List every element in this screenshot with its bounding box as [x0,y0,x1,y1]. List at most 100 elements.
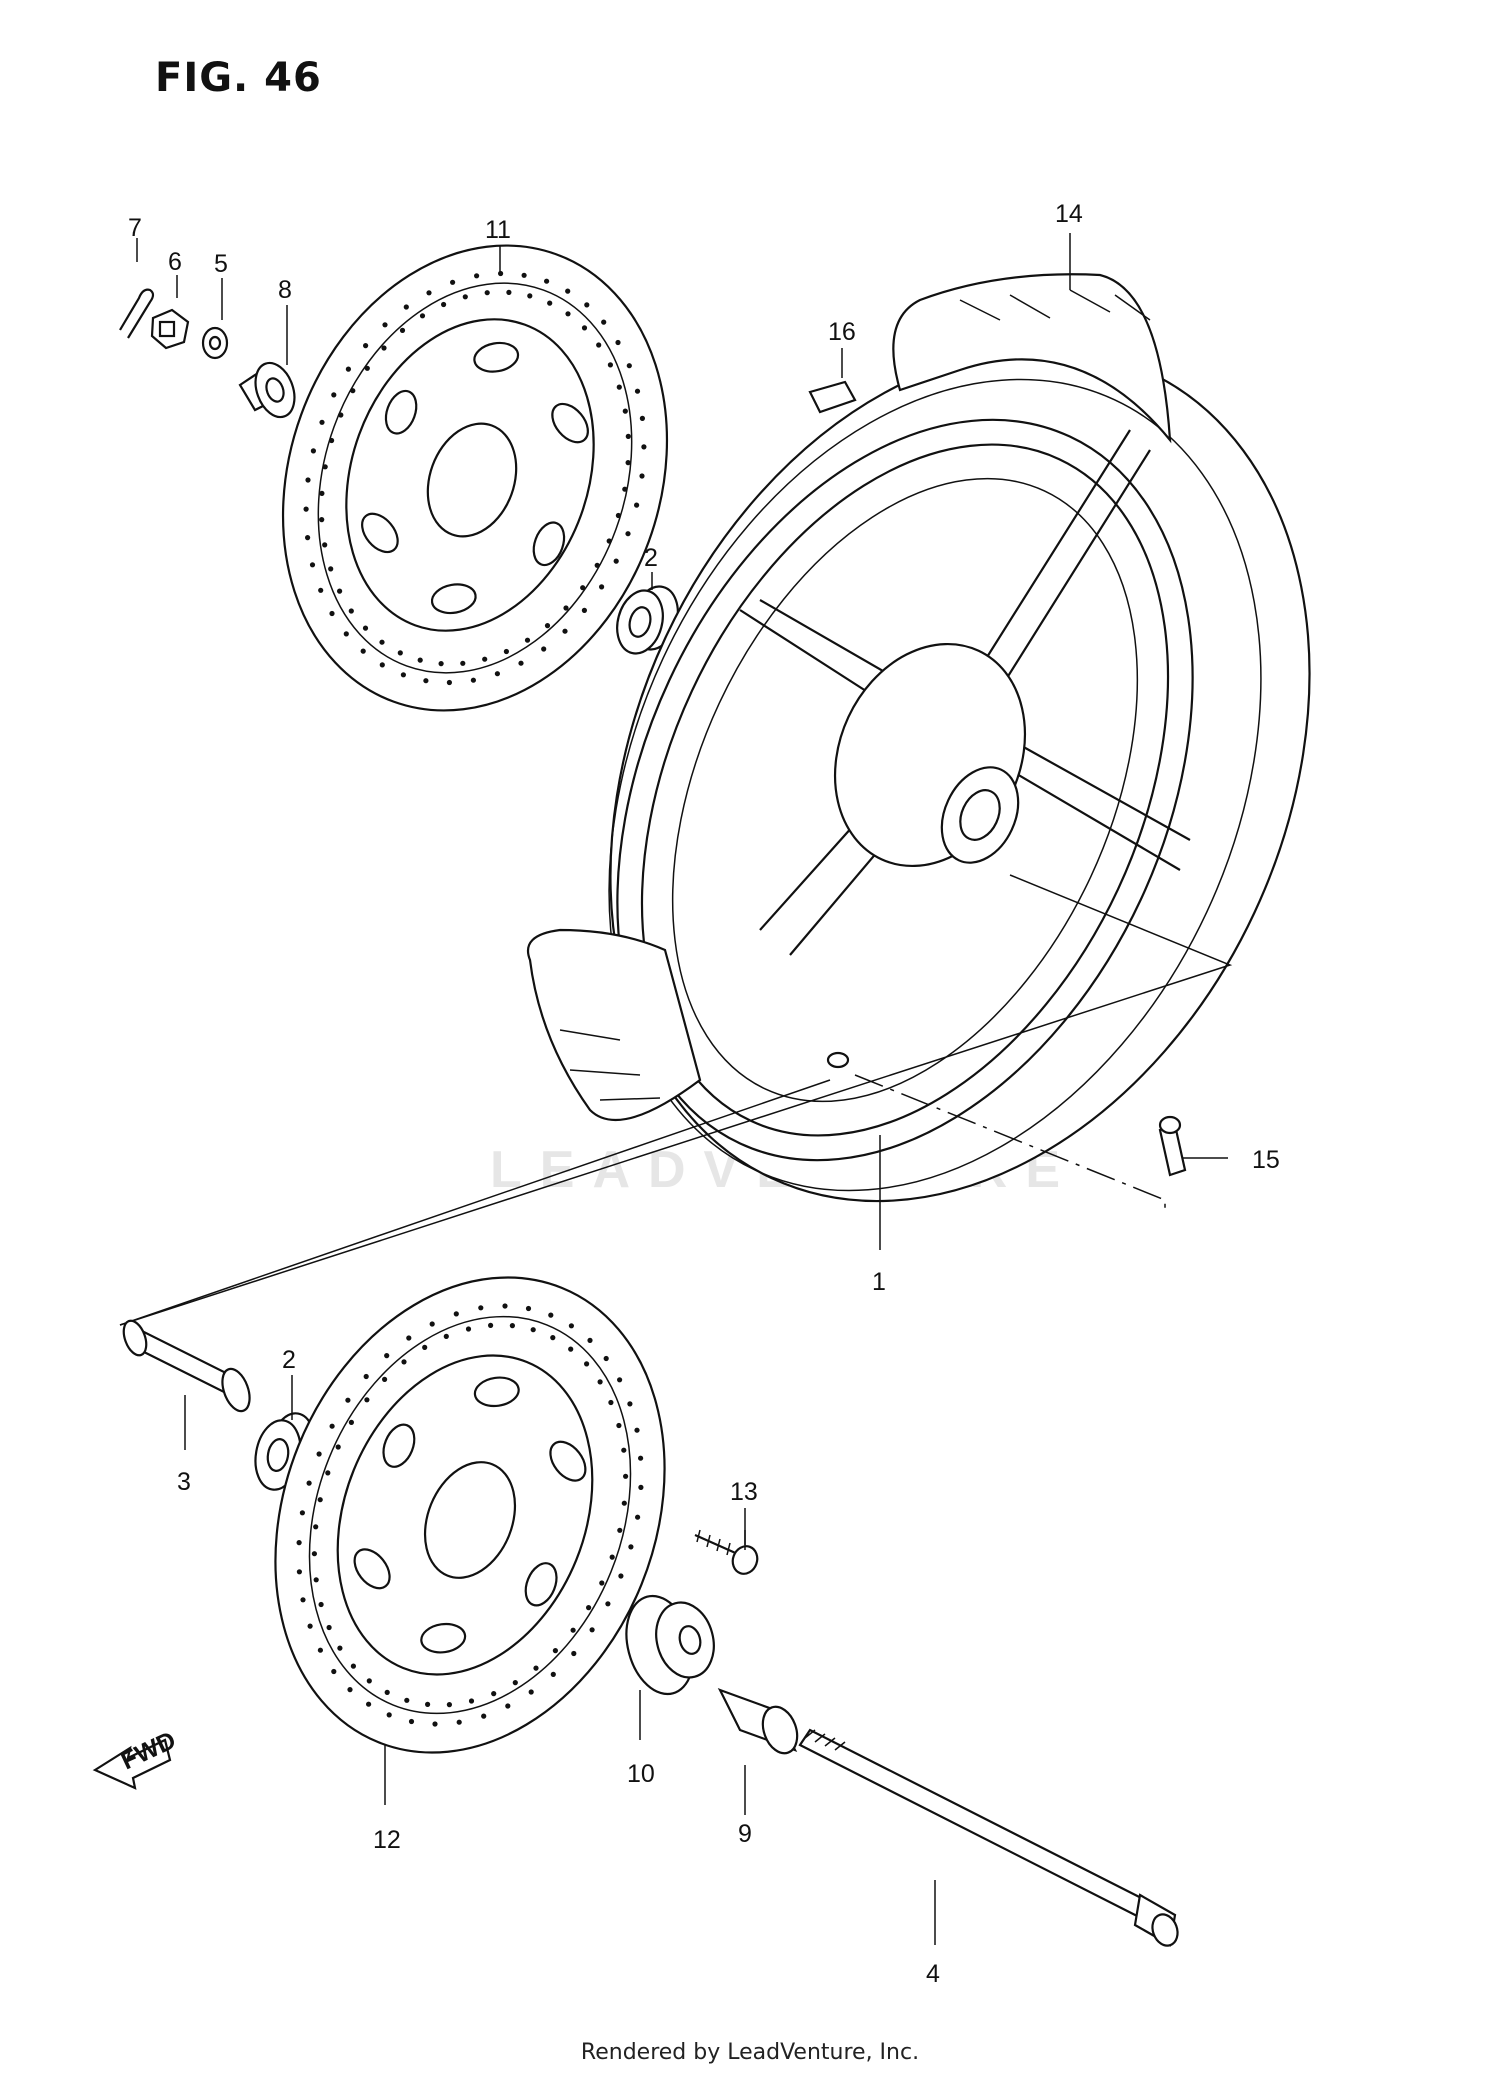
disc-drill-hole [628,1544,634,1550]
disc-drill-hole [474,273,480,279]
disc-drill-hole [362,625,369,631]
disc-drill-hole [331,1668,337,1675]
disc-drill-hole [337,1645,343,1651]
disc-drill-hole [524,637,531,643]
disc-drill-hole [400,672,406,678]
disc-drill-hole [305,477,311,483]
disc-window [420,1622,467,1654]
callout-15: 15 [1252,1146,1280,1174]
disc-drill-hole [379,639,385,645]
disc-drill-hole [404,1697,410,1703]
disc-drill-hole [318,587,324,593]
disc-drill-hole [533,1665,539,1671]
tire-valve [1158,1115,1187,1177]
disc-drill-hole [366,1678,372,1684]
callout-13: 13 [730,1478,758,1506]
callout-3: 3 [177,1468,191,1496]
disc-drill-hole [317,1647,323,1653]
callout-2-lower: 2 [282,1346,296,1374]
disc-drill-hole [638,1484,644,1490]
disc-drill-hole [635,1514,641,1520]
callout-9: 9 [738,1820,752,1848]
disc-drill-hole [307,1623,313,1629]
disc-drill-hole [313,1524,319,1530]
disc-drill-hole [530,1327,536,1333]
disc-drill-hole [634,502,640,508]
callout-8: 8 [278,276,292,304]
disc-drill-hole [443,1333,449,1339]
disc-drill-hole [609,1554,615,1560]
disc-drill-hole [481,1713,487,1719]
disc-drill-hole [310,448,316,454]
disc-drill-hole [329,437,335,444]
disc-drill-hole [401,1359,407,1365]
disc-drill-hole [381,345,387,351]
disc-drill-hole [460,660,466,666]
disc-window [532,521,566,567]
disc-drill-hole [364,365,370,371]
disc-drill-hole [518,660,524,666]
footer-credit: Rendered by LeadVenture, Inc. [580,2040,920,2065]
disc-drill-hole [422,1344,428,1350]
disc-drill-hole [325,1470,331,1476]
disc-drill-hole [616,1422,622,1429]
disc-drill-hole [403,304,409,310]
disc-drill-hole [548,1312,554,1318]
disc-drill-hole [622,486,628,492]
disc-drill-hole [345,1397,351,1403]
disc-drill-hole [309,562,316,568]
disc-drill-hole [423,678,429,684]
disc-drill-hole [521,272,527,278]
brake-disc-upper [281,244,669,712]
disc-drill-hole [331,392,337,398]
disc-drill-hole [625,433,631,439]
disc-drill-hole [562,628,568,634]
disc-drill-hole [313,1577,319,1583]
disc-drill-hole [319,490,325,496]
disc-drill-hole [509,1323,515,1329]
disc-drill-hole [607,362,614,368]
disc-drill-hole [506,289,512,295]
disc-drill-hole [426,290,432,296]
disc-drill-hole [587,1337,593,1343]
disc-window [382,1423,416,1468]
disc-drill-hole [571,1650,577,1657]
callout-14: 14 [1055,200,1083,228]
cotter-pin [119,288,155,339]
disc-drill-hole [441,301,447,308]
callout-1: 1 [872,1268,886,1296]
disc-drill-hole [626,363,632,369]
disc-drill-hole [568,1323,575,1329]
disc-drill-hole [322,464,328,470]
disc-drill-hole [350,388,356,394]
disc-drill-hole [432,1721,438,1727]
disc-window [353,1548,391,1590]
disc-window [473,1376,520,1408]
disc-drill-hole [594,562,600,568]
disc-drill-hole [606,538,612,544]
disc-drill-hole [360,648,366,654]
disc-drill-hole [450,279,456,285]
disc-drill-hole [550,1671,556,1677]
disc-drill-hole [565,311,571,317]
disc-drill-hole [318,1601,324,1608]
disc-drill-hole [306,1480,312,1486]
disc-bolt [694,1529,759,1575]
disc-drill-hole [386,1712,392,1718]
callout-6: 6 [168,248,182,276]
disc-drill-hole [384,1353,390,1359]
callout-2-upper: 2 [644,544,658,572]
disc-drill-hole [425,1701,431,1707]
disc-drill-hole [615,512,622,519]
disc-drill-hole [580,585,586,591]
disc-drill-hole [565,288,571,294]
disc-drill-hole [615,339,621,346]
disc-drill-hole [329,1423,335,1429]
disc-drill-hole [503,648,509,655]
collar [238,361,296,419]
disc-drill-hole [300,1597,306,1603]
disc-drill-hole [608,1399,614,1406]
disc-drill-hole [617,1377,623,1383]
disc-drill-hole [382,1376,388,1382]
disc-drill-hole [541,646,547,652]
